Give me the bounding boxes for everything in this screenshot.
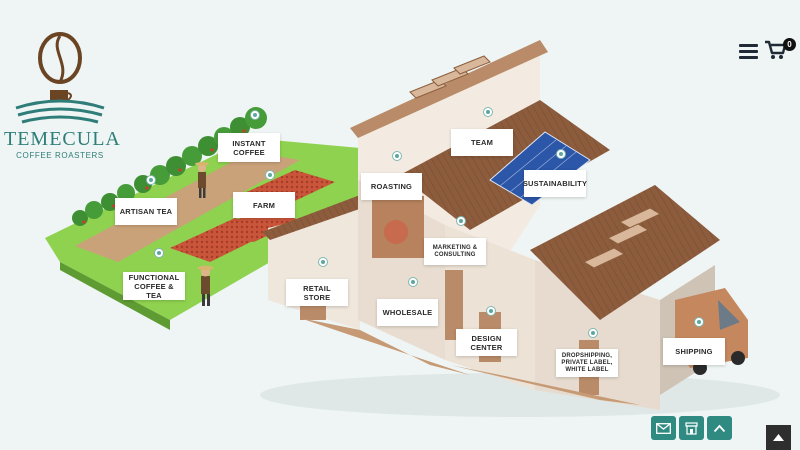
hotspot-dot[interactable]: [486, 306, 496, 316]
hotspot-design-center[interactable]: DESIGN CENTER: [456, 329, 517, 356]
brand-tagline: COFFEE ROASTERS: [16, 151, 104, 160]
cart-icon[interactable]: [764, 40, 798, 64]
hotspot-retail-store[interactable]: RETAIL STORE: [286, 279, 348, 306]
chevron-up-icon[interactable]: [707, 416, 732, 440]
hotspot-farm[interactable]: FARM: [233, 192, 295, 218]
farmer-figure: [197, 265, 214, 306]
store-icon[interactable]: [679, 416, 704, 440]
hotspot-dot[interactable]: [694, 317, 704, 327]
hotspot-dot[interactable]: [392, 151, 402, 161]
hotspot-dot[interactable]: [154, 248, 164, 258]
roof: [400, 100, 610, 230]
mail-icon[interactable]: [651, 416, 676, 440]
hotspot-dot[interactable]: [318, 257, 328, 267]
hotspot-shipping[interactable]: SHIPPING: [663, 338, 725, 365]
hotspot-dot[interactable]: [456, 216, 466, 226]
brand-name: TEMECULA: [4, 128, 121, 150]
hotspot-instant-coffee[interactable]: INSTANT COFFEE: [218, 133, 280, 162]
cart-count-badge: 0: [783, 38, 796, 51]
hotspot-sustainability[interactable]: SUSTAINABILITY: [523, 170, 587, 197]
hotspot-dropshipping[interactable]: DROPSHIPPING, PRIVATE LABEL, WHITE LABEL: [556, 349, 618, 377]
hotspot-roasting[interactable]: ROASTING: [361, 173, 422, 200]
roof: [350, 40, 548, 138]
hamburger-icon[interactable]: [739, 44, 758, 60]
brand-logo[interactable]: TEMECULA COFFEE ROASTERS: [4, 32, 121, 164]
hotspot-functional-coffee-tea[interactable]: FUNCTIONAL COFFEE & TEA: [123, 272, 185, 300]
hotspot-marketing-consulting[interactable]: MARKETING & CONSULTING: [424, 238, 486, 265]
dirt-path: [75, 152, 300, 262]
hotspot-wholesale[interactable]: WHOLESALE: [377, 299, 438, 326]
farmer-figure: [195, 162, 209, 198]
hotspot-dot[interactable]: [146, 175, 156, 185]
hotspot-dot[interactable]: [588, 328, 598, 338]
roof: [530, 185, 720, 320]
coffee-bean-logo-icon: [15, 32, 105, 124]
hotspot-team[interactable]: TEAM: [451, 129, 513, 156]
hotspot-dot[interactable]: [483, 107, 493, 117]
hotspot-artisan-tea[interactable]: ARTISAN TEA: [115, 198, 177, 225]
hotspot-dot[interactable]: [250, 110, 260, 120]
hotspot-dot[interactable]: [265, 170, 275, 180]
hotspot-dot[interactable]: [556, 149, 566, 159]
hotspot-dot[interactable]: [408, 277, 418, 287]
scroll-top-icon[interactable]: [766, 425, 791, 450]
